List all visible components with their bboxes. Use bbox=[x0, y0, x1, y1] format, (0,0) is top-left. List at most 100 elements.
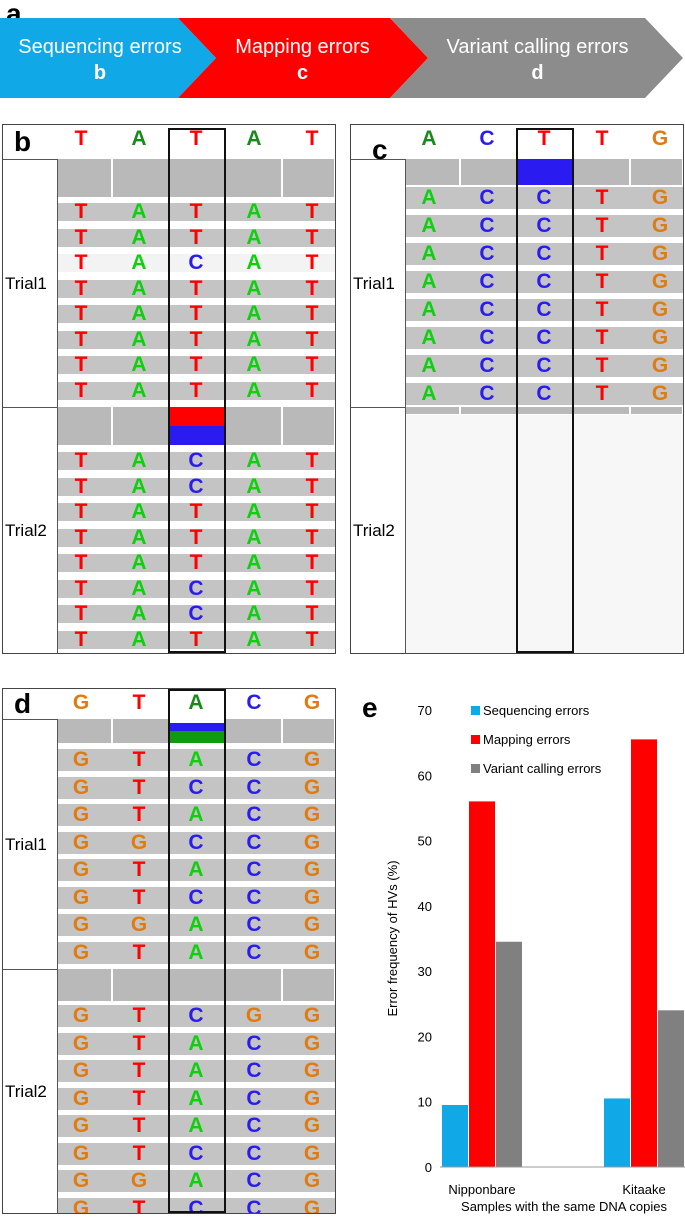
read-base: C bbox=[188, 1004, 204, 1027]
read-base: T bbox=[189, 302, 203, 325]
read-base: A bbox=[131, 449, 147, 472]
read-base: A bbox=[131, 474, 147, 498]
read-base: G bbox=[72, 885, 90, 909]
reference-base: T bbox=[189, 127, 203, 150]
panel-d-letter: d bbox=[14, 688, 32, 719]
read-base: G bbox=[130, 913, 148, 936]
coverage-blue-bar bbox=[518, 159, 572, 185]
trial2-label: Trial2 bbox=[3, 969, 58, 1213]
read-base: A bbox=[246, 551, 262, 574]
read-base: A bbox=[131, 602, 147, 625]
workflow-arrows bbox=[0, 18, 683, 98]
read-base: C bbox=[246, 885, 262, 909]
read-base: A bbox=[131, 378, 147, 402]
read-base: G bbox=[72, 1086, 90, 1110]
read-base: C bbox=[536, 242, 552, 265]
read-base: T bbox=[74, 353, 88, 376]
read-base: C bbox=[188, 576, 204, 600]
read-base: C bbox=[246, 913, 262, 936]
reference-base: T bbox=[74, 127, 88, 150]
y-tick-label: 70 bbox=[418, 703, 432, 718]
read-base: C bbox=[479, 298, 495, 321]
read-base: C bbox=[246, 1031, 262, 1055]
read-base: A bbox=[246, 276, 262, 300]
panel-e-letter: e bbox=[362, 692, 378, 723]
trial-label-text: Trial2 bbox=[5, 1082, 47, 1101]
read-base: A bbox=[246, 602, 262, 625]
bar-mapping-errors bbox=[631, 739, 657, 1167]
read-base: A bbox=[246, 251, 262, 274]
read-base: G bbox=[72, 1169, 90, 1192]
coverage-cell bbox=[631, 159, 682, 185]
legend-label: Mapping errors bbox=[483, 732, 571, 747]
read-base: T bbox=[305, 225, 319, 249]
read-base: T bbox=[305, 474, 319, 498]
read-base: A bbox=[246, 576, 262, 600]
read-base: T bbox=[305, 525, 319, 549]
bar-sequencing-errors bbox=[442, 1104, 468, 1167]
coverage-track-trial1 bbox=[3, 159, 335, 197]
read-base: A bbox=[246, 449, 262, 472]
read-base: A bbox=[421, 214, 437, 237]
read-base: T bbox=[595, 354, 609, 377]
coverage-cell bbox=[574, 159, 629, 185]
legend-swatch bbox=[471, 706, 480, 715]
reference-base: A bbox=[421, 127, 437, 150]
arrow-sequencing-sub: b bbox=[93, 62, 107, 84]
coverage-cell bbox=[461, 407, 516, 414]
read-base: G bbox=[303, 940, 321, 964]
chart-x-axis-label: Samples with the same DNA copies bbox=[461, 1199, 667, 1214]
read-base: T bbox=[132, 1086, 146, 1110]
coverage-cell bbox=[283, 407, 334, 445]
read-base: T bbox=[74, 251, 88, 274]
read-base: T bbox=[132, 1004, 146, 1027]
read-base: C bbox=[479, 242, 495, 265]
read-base: A bbox=[131, 327, 147, 351]
read-base: T bbox=[132, 1141, 146, 1165]
read-base: A bbox=[131, 627, 147, 651]
read-base: T bbox=[305, 551, 319, 574]
coverage-cell bbox=[58, 969, 111, 1001]
read-base: T bbox=[595, 270, 609, 293]
read-base: C bbox=[188, 251, 204, 274]
bar-sequencing-errors bbox=[604, 1098, 630, 1167]
read-base: T bbox=[132, 885, 146, 909]
read-base: T bbox=[74, 378, 88, 402]
y-tick-label: 10 bbox=[418, 1095, 432, 1110]
read-base: T bbox=[189, 327, 203, 351]
coverage-cell bbox=[283, 969, 334, 1001]
read-base: G bbox=[303, 1196, 321, 1214]
read-base: T bbox=[74, 200, 88, 223]
read-base: C bbox=[246, 775, 262, 799]
read-base: T bbox=[305, 627, 319, 651]
read-base: C bbox=[188, 474, 204, 498]
read-base: G bbox=[303, 803, 321, 826]
trial1-label: Trial1 bbox=[351, 159, 406, 409]
read-base: G bbox=[651, 382, 669, 405]
read-base: G bbox=[72, 775, 90, 799]
read-base: T bbox=[132, 1196, 146, 1214]
coverage-green-bar bbox=[170, 731, 224, 743]
read-base: G bbox=[651, 186, 669, 209]
read-base: G bbox=[72, 1031, 90, 1055]
read-base: T bbox=[595, 298, 609, 321]
x-tick-label: Nipponbare bbox=[448, 1182, 515, 1197]
reference-base: G bbox=[72, 691, 90, 714]
read-base: T bbox=[74, 576, 88, 600]
reference-base: G bbox=[303, 691, 321, 714]
reference-base: C bbox=[479, 127, 495, 150]
trial-label-text: Trial1 bbox=[5, 274, 47, 293]
coverage-cell bbox=[226, 969, 281, 1001]
read-base: T bbox=[305, 602, 319, 625]
read-base: T bbox=[132, 748, 146, 771]
read-base: G bbox=[72, 858, 90, 881]
reference-base: C bbox=[246, 691, 262, 714]
read-base: C bbox=[246, 1059, 262, 1082]
read-base: A bbox=[421, 382, 437, 405]
read-base: T bbox=[132, 803, 146, 826]
read-base: T bbox=[305, 500, 319, 523]
read-base: G bbox=[72, 913, 90, 936]
read-base: T bbox=[189, 353, 203, 376]
